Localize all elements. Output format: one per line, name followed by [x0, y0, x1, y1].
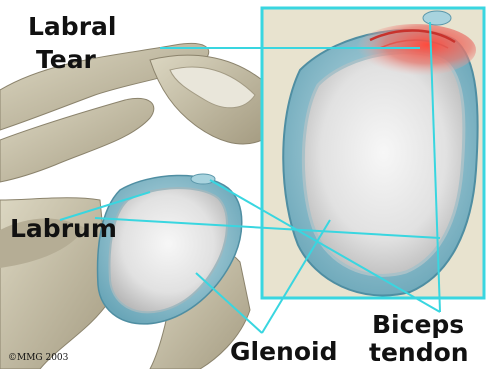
biceps-label-line2: tendon	[369, 340, 469, 365]
biceps-label-line1: Biceps	[372, 312, 464, 337]
labral-tear-label-line1: Labral	[28, 14, 116, 39]
magnified-inset	[262, 8, 484, 298]
glenoid-label: Glenoid	[230, 339, 337, 364]
labral-tear-label-line2: Tear	[36, 47, 96, 72]
labrum-label: Labrum	[10, 216, 117, 241]
copyright-text: ©MMG 2003	[8, 354, 68, 363]
